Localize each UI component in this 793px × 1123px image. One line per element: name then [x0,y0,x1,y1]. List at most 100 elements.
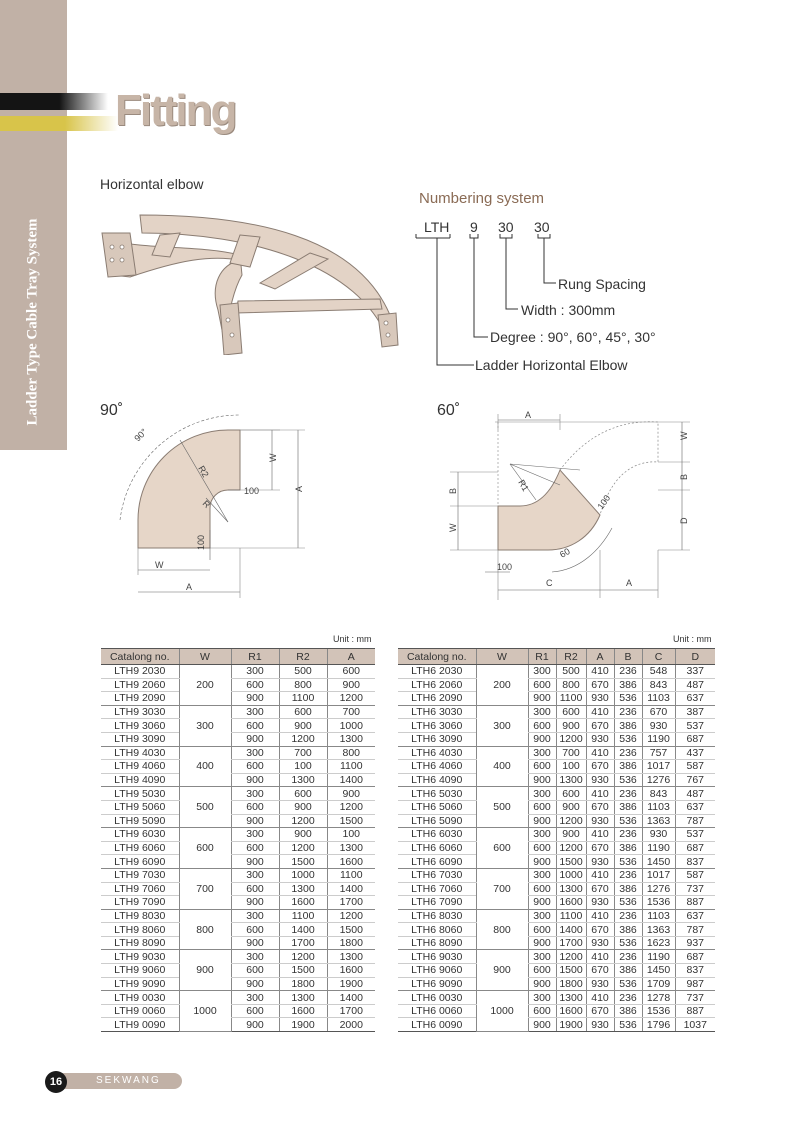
table-cell: 637 [674,800,715,815]
table-cell: 600 [527,922,556,937]
table-cell: 236 [613,827,642,842]
catalog-number-cell: LTH6 5090 [398,814,476,829]
table-cell: 900 [527,691,556,706]
table-cell: 637 [674,909,715,924]
table-cell: 600 [527,882,556,897]
catalog-number-cell: LTH6 8060 [398,922,476,937]
diagram-60-elbow: A W B D B W R1 100 60 100 C A [448,410,690,600]
table-cell: 900 [230,814,279,829]
table-cell: 386 [613,1004,642,1019]
catalog-number-cell: LTH9 9090 [101,977,179,992]
table-cell: 930 [585,732,614,747]
code-width: 30 [498,219,514,235]
table-cell: 1200 [555,841,586,856]
table-cell: 1900 [326,977,375,992]
label-rung-spacing: Rung Spacing [558,276,646,292]
table-cell: 900 [230,732,279,747]
table-cell: 600 [230,841,279,856]
width-cell: 1000 [178,990,231,1033]
table-cell: 536 [613,1017,642,1033]
catalog-number-cell: LTH9 3060 [101,718,179,733]
catalog-number-cell: LTH6 0060 [398,1004,476,1019]
code-rung: 30 [534,219,550,235]
width-cell: 300 [178,705,231,747]
table-cell: 900 [326,678,375,693]
catalog-number-cell: LTH9 6060 [101,841,179,856]
table-cell: 1200 [555,814,586,829]
footer-bar [52,1073,182,1089]
table-cell: 100 [555,759,586,774]
table-cell: 1103 [641,909,675,924]
catalog-number-cell: LTH9 0060 [101,1004,179,1019]
catalog-number-cell: LTH6 7030 [398,868,476,883]
catalog-number-cell: LTH6 6030 [398,827,476,842]
label-degree: Degree : 90°, 60°, 45°, 30° [490,329,656,345]
table-cell: 900 [555,827,586,842]
width-cell: 300 [475,705,528,747]
table-cell: 930 [585,895,614,910]
table-cell: 1200 [278,814,327,829]
table-cell: 1800 [555,977,586,992]
table-cell: 386 [613,718,642,733]
table-cell: 410 [585,949,614,965]
table-cell: 1000 [326,718,375,733]
dim-w-right: W [268,453,278,462]
table-cell: 300 [527,664,556,679]
table-cell: 687 [674,732,715,747]
table-cell: 800 [326,746,375,761]
catalog-number-cell: LTH9 0090 [101,1017,179,1033]
dim-r2: R2 [196,464,210,479]
table-cell: 386 [613,922,642,937]
table-cell: 1300 [278,990,327,1005]
table-cell: 930 [585,691,614,706]
table-cell: 930 [585,977,614,992]
table-cell: 536 [613,936,642,951]
table-cell: 600 [326,664,375,679]
table-cell: 600 [527,963,556,978]
catalog-number-cell: LTH9 8060 [101,922,179,937]
table-cell: 900 [230,895,279,910]
table-cell: 900 [230,773,279,788]
table-cell: 487 [674,678,715,693]
column-header: R1 [230,648,279,665]
dim-a-right: A [294,486,304,492]
table-cell: 687 [674,949,715,965]
table-cell: 1400 [278,922,327,937]
table-cell: 670 [585,841,614,856]
column-header: B [613,648,642,665]
table-cell: 1200 [326,800,375,815]
dim-c-bottom: C [546,578,553,588]
catalog-number-cell: LTH6 6090 [398,854,476,869]
table-cell: 670 [585,800,614,815]
catalog-number-cell: LTH6 9030 [398,949,476,965]
sidebar-title: Ladder Type Cable Tray System [24,218,41,426]
catalog-number-cell: LTH9 4030 [101,746,179,761]
table-cell: 930 [585,854,614,869]
catalog-number-cell: LTH9 7090 [101,895,179,910]
table-cell: 670 [585,678,614,693]
unit-label-90: Unit : mm [333,634,372,644]
table-cell: 600 [230,718,279,733]
table-cell: 410 [585,786,614,801]
column-header: C [641,648,675,665]
table-cell: 670 [641,705,675,720]
dim-100-right: 100 [244,486,259,496]
table-cell: 1100 [555,691,586,706]
